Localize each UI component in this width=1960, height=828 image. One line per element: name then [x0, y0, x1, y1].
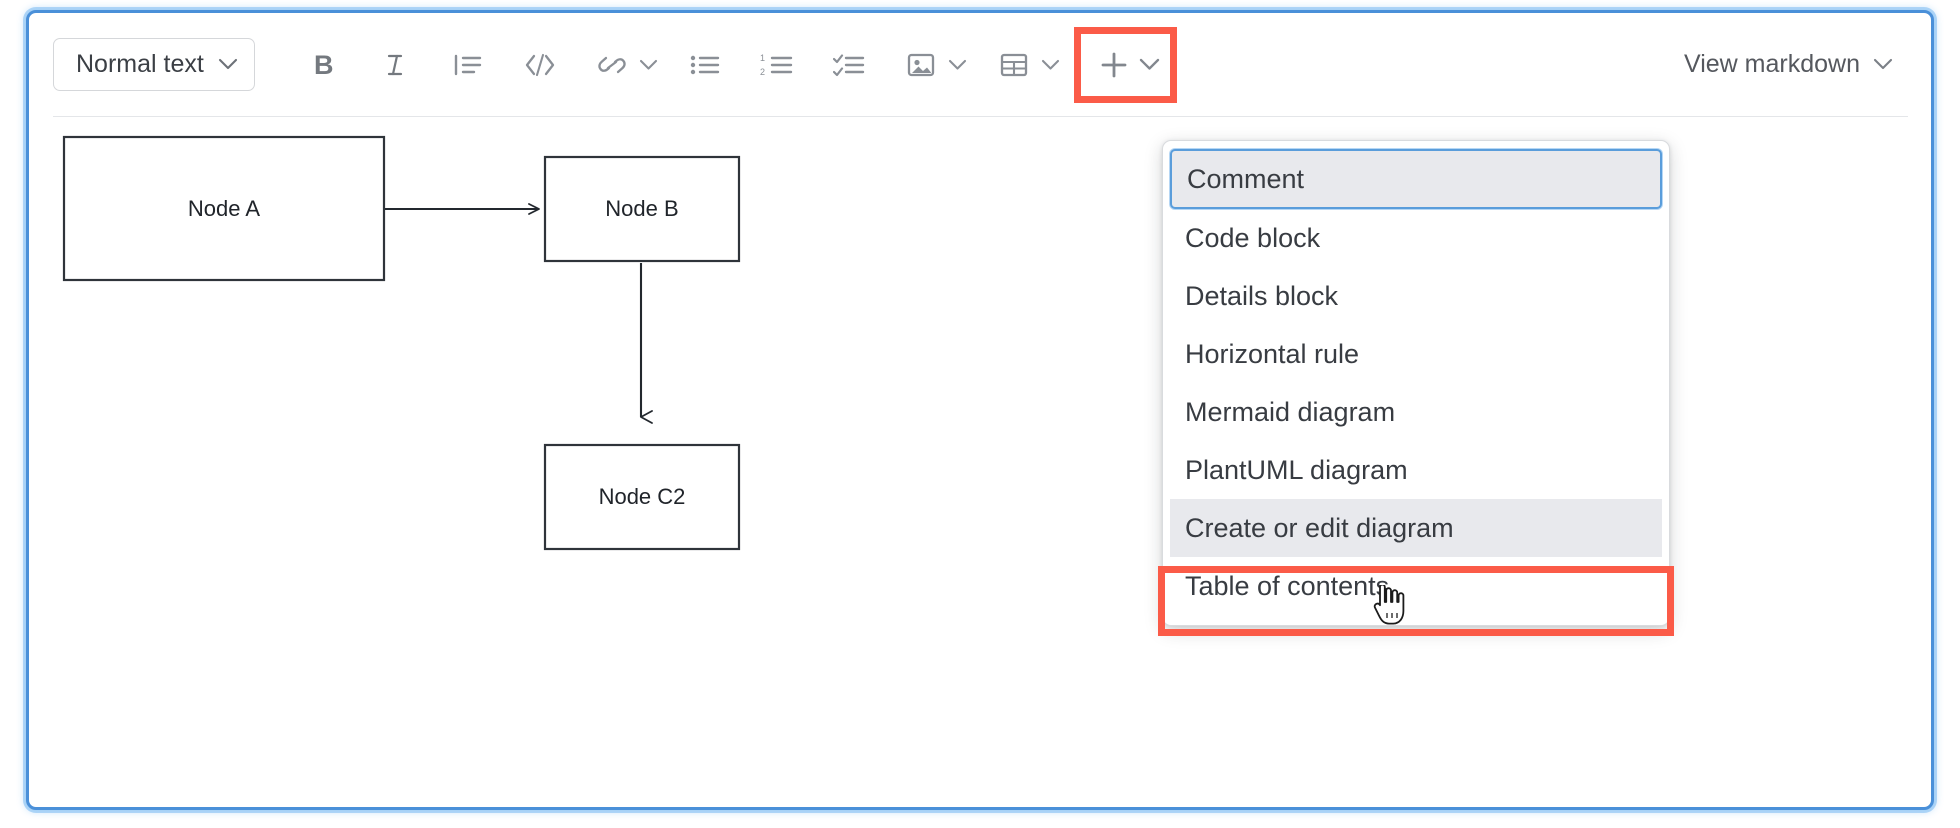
- diagram-node-c2: Node C2: [543, 443, 741, 551]
- menu-item-comment[interactable]: Comment: [1170, 149, 1662, 209]
- ordered-list-button[interactable]: 1 2: [752, 40, 802, 90]
- menu-item-label: Details block: [1185, 280, 1339, 311]
- text-style-select[interactable]: Normal text: [53, 38, 255, 91]
- menu-item-horizontal-rule[interactable]: Horizontal rule: [1163, 325, 1669, 383]
- bold-icon: B: [311, 50, 337, 80]
- toolbar-divider: [53, 116, 1908, 117]
- diagram-node-a: Node A: [62, 135, 386, 282]
- flow-diagram: Node A Node B Node C2: [62, 135, 741, 551]
- diagram-node-b: Node B: [543, 155, 741, 263]
- markdown-editor-frame: Normal text B: [26, 10, 1934, 810]
- table-button[interactable]: [989, 40, 1060, 90]
- node-c2-label: Node C2: [599, 484, 686, 509]
- link-button[interactable]: [587, 40, 658, 90]
- task-list-icon: [832, 52, 865, 78]
- insert-dropdown-menu: Comment Code block Details block Horizon…: [1162, 140, 1670, 626]
- node-b-label: Node B: [605, 196, 678, 221]
- svg-text:1: 1: [760, 53, 765, 63]
- table-icon: [989, 40, 1039, 90]
- chevron-down-icon: [639, 59, 658, 71]
- code-button[interactable]: [515, 40, 565, 90]
- chevron-down-icon: [1041, 59, 1060, 71]
- menu-item-details-block[interactable]: Details block: [1163, 267, 1669, 325]
- text-style-label: Normal text: [76, 50, 204, 78]
- node-a-label: Node A: [188, 196, 260, 221]
- task-list-button[interactable]: [824, 40, 874, 90]
- chevron-down-icon: [948, 59, 967, 71]
- bullet-list-icon: [689, 52, 721, 78]
- menu-item-table-of-contents[interactable]: Table of contents: [1163, 557, 1669, 615]
- ordered-list-icon: 1 2: [760, 52, 794, 78]
- menu-item-label: Create or edit diagram: [1185, 512, 1454, 543]
- svg-text:2: 2: [760, 67, 765, 77]
- link-icon: [587, 40, 637, 90]
- chevron-down-icon: [1873, 58, 1893, 71]
- menu-item-mermaid-diagram[interactable]: Mermaid diagram: [1163, 383, 1669, 441]
- chevron-down-icon: [218, 58, 238, 71]
- menu-item-label: Table of contents: [1185, 570, 1390, 601]
- editor-toolbar: Normal text B: [29, 13, 1931, 116]
- image-button[interactable]: [896, 40, 967, 90]
- insert-button-highlight: [1073, 26, 1177, 103]
- menu-item-label: Comment: [1187, 163, 1305, 194]
- blockquote-button[interactable]: [443, 40, 493, 90]
- quote-icon: [453, 52, 483, 78]
- menu-item-label: PlantUML diagram: [1185, 454, 1408, 485]
- menu-item-label: Mermaid diagram: [1185, 396, 1396, 427]
- menu-item-plantuml-diagram[interactable]: PlantUML diagram: [1163, 441, 1669, 499]
- image-icon: [896, 40, 946, 90]
- insert-button[interactable]: [1089, 40, 1139, 90]
- view-markdown-label: View markdown: [1683, 50, 1860, 78]
- menu-item-code-block[interactable]: Code block: [1163, 209, 1669, 267]
- view-markdown-button[interactable]: View markdown: [1684, 50, 1905, 79]
- bold-button[interactable]: B: [299, 40, 349, 90]
- italic-button[interactable]: [371, 40, 421, 90]
- node-a-box: [62, 135, 386, 282]
- menu-item-label: Horizontal rule: [1185, 338, 1360, 369]
- italic-icon: [383, 50, 409, 80]
- plus-icon: [1099, 50, 1129, 80]
- node-b-box: [543, 155, 741, 263]
- editor-canvas[interactable]: Node A Node B Node C2: [29, 117, 1931, 807]
- chevron-down-icon[interactable]: [1139, 58, 1160, 71]
- bullet-list-button[interactable]: [680, 40, 730, 90]
- menu-item-label: Code block: [1185, 222, 1321, 253]
- svg-text:B: B: [314, 50, 334, 80]
- node-c2-box: [543, 443, 741, 551]
- menu-item-create-or-edit-diagram[interactable]: Create or edit diagram: [1170, 499, 1662, 557]
- code-icon: [524, 52, 556, 78]
